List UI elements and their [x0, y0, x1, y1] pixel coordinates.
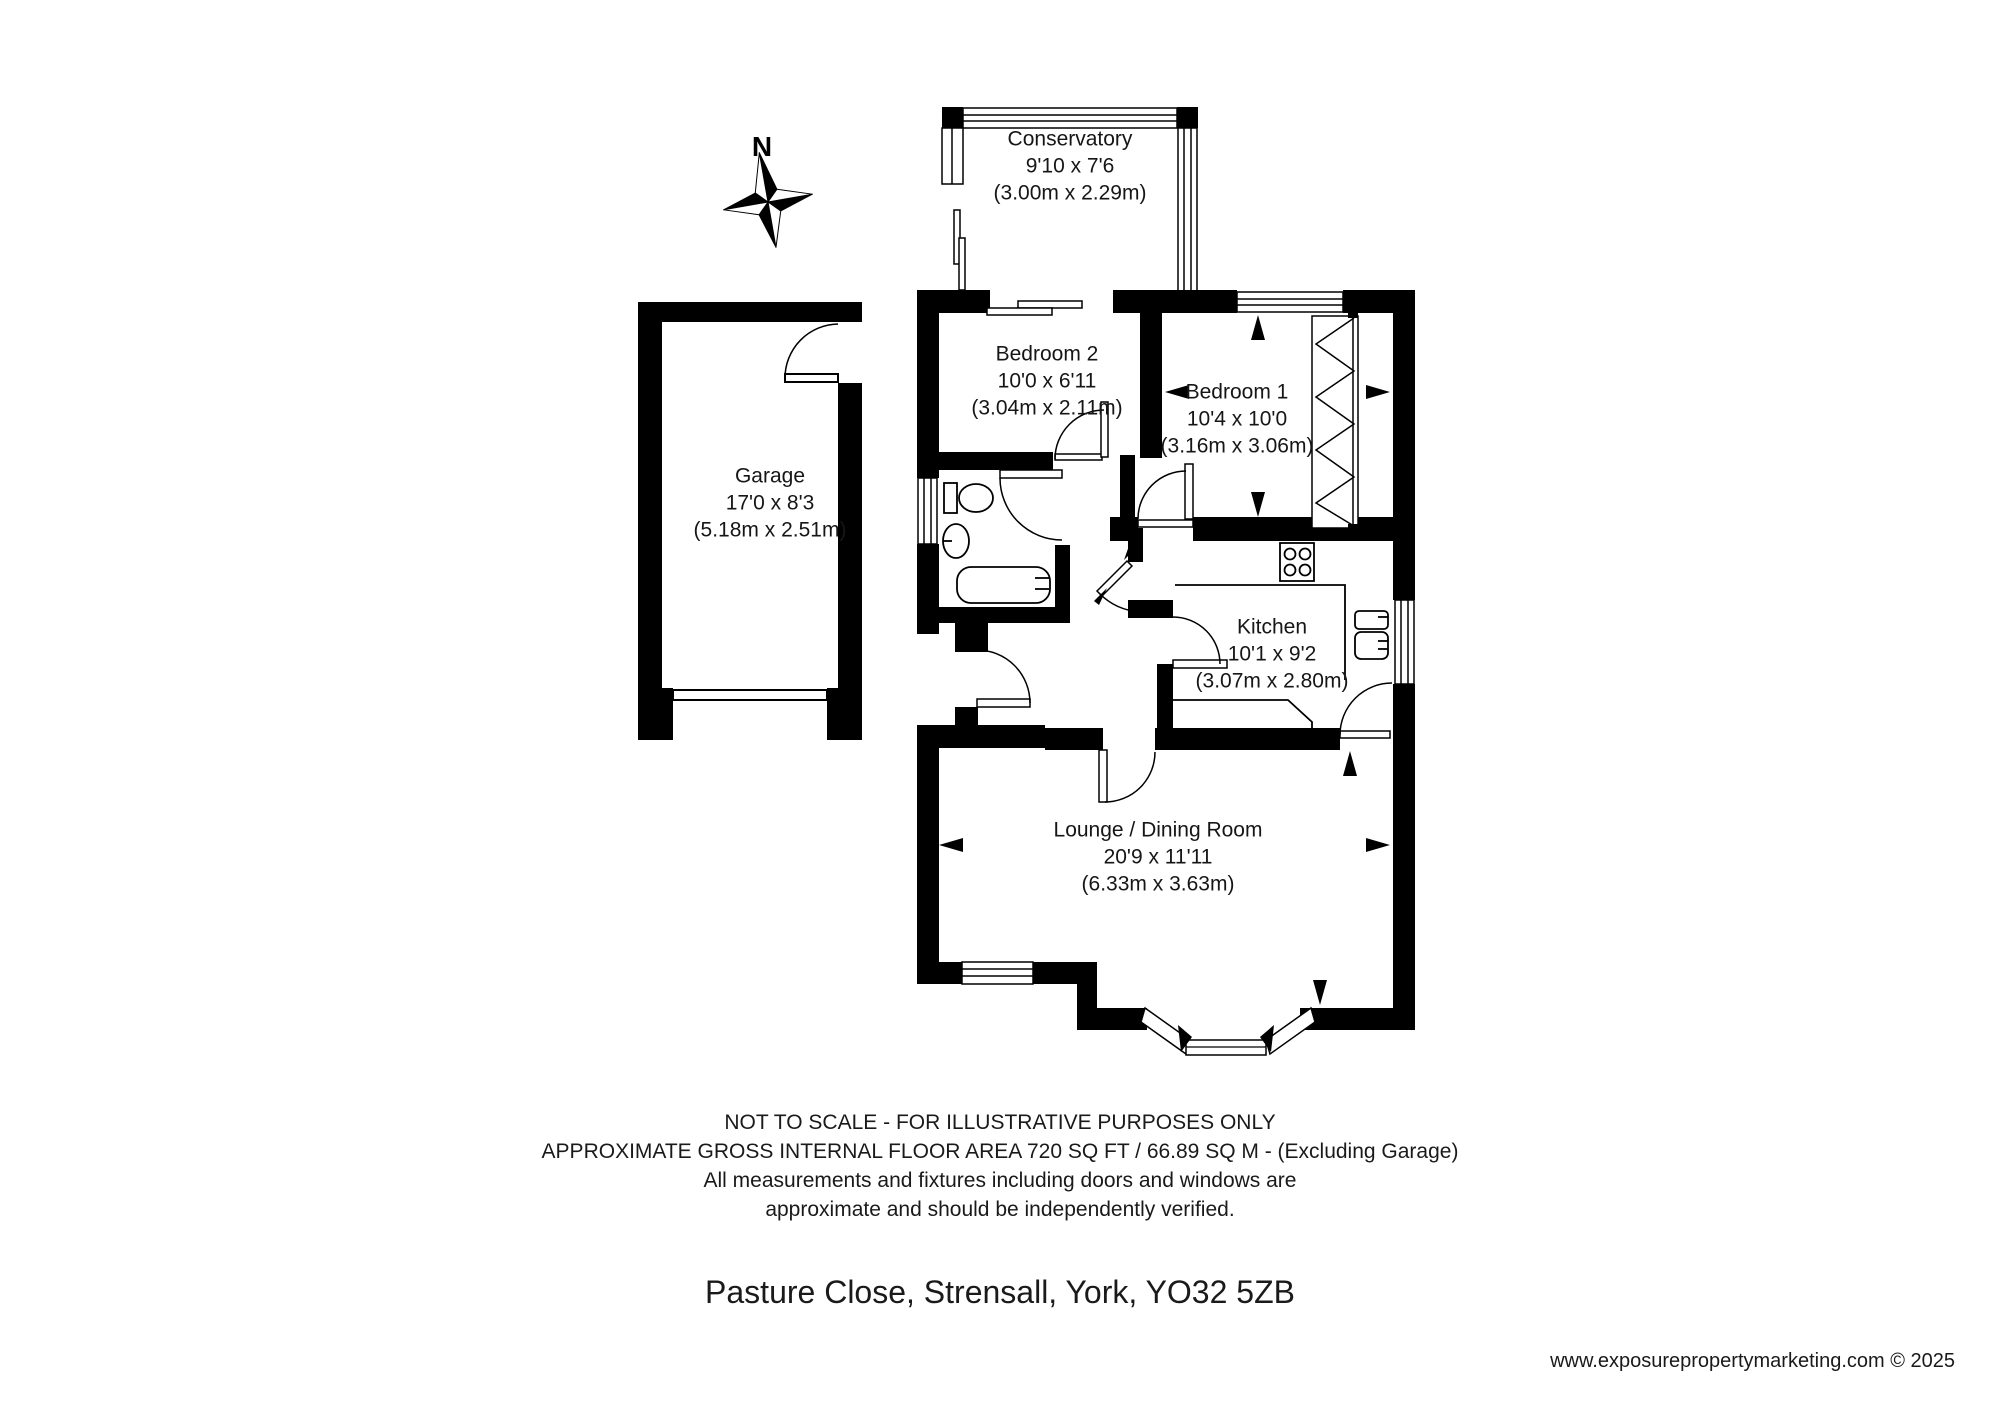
- arrow-left-icon: [939, 838, 963, 852]
- room-size-metric: (3.16m x 3.06m): [1160, 434, 1314, 458]
- bathroom-fixtures: [942, 482, 1051, 604]
- bathroom-window: [917, 477, 938, 545]
- bay-window: [1140, 1006, 1316, 1056]
- disclaimer-line: All measurements and fixtures including …: [703, 1169, 1297, 1192]
- room-name: Conservatory: [1007, 127, 1133, 151]
- arrow-right-icon: [1366, 838, 1390, 852]
- arrow-up-icon: [1343, 751, 1357, 776]
- arrow-down-icon: [1251, 492, 1265, 517]
- dimension-arrows: [939, 315, 1390, 1005]
- disclaimer-line: APPROXIMATE GROSS INTERNAL FLOOR AREA 72…: [541, 1140, 1459, 1163]
- bedroom2-door: [1054, 401, 1109, 461]
- room-size-metric: (3.07m x 2.80m): [1195, 669, 1349, 693]
- room-label-lounge: Lounge / Dining Room 20'9 x 11'11 (6.33m…: [988, 817, 1328, 898]
- lounge-walls: [917, 962, 1415, 1030]
- room-size-imperial: 9'10 x 7'6: [1025, 154, 1115, 178]
- compass-icon: N: [723, 131, 813, 248]
- kitchen-lounge-door: [1339, 682, 1393, 739]
- conservatory-windows: [941, 107, 1198, 294]
- kitchen-counter: [1175, 584, 1346, 680]
- kitchen-fixtures: [1173, 542, 1389, 738]
- bathtub-icon: [956, 566, 1051, 604]
- room-name: Bedroom 2: [995, 342, 1099, 366]
- bathroom-sink-icon: [942, 523, 970, 559]
- disclaimer-line: approximate and should be independently …: [765, 1198, 1235, 1221]
- room-size-imperial: 17'0 x 8'3: [725, 491, 815, 515]
- lounge-door: [1098, 749, 1156, 803]
- room-name: Bedroom 1: [1185, 380, 1289, 404]
- conservatory-door-leaves: [953, 209, 966, 291]
- room-size-metric: (3.04m x 2.11m): [971, 396, 1123, 420]
- room-size-metric: (5.18m x 2.51m): [693, 518, 847, 542]
- bedroom1-door: [1137, 463, 1194, 528]
- garage-door: [784, 323, 839, 383]
- interior-walls: [917, 290, 1415, 750]
- garage-structure: [638, 302, 862, 740]
- sliding-door: [986, 300, 1083, 316]
- room-label-garage: Garage 17'0 x 8'3 (5.18m x 2.51m): [600, 463, 940, 544]
- kitchen-counter-south: [1173, 699, 1313, 738]
- kitchen-window: [1394, 599, 1415, 685]
- wardrobe-icon: [1311, 312, 1359, 530]
- toilet-icon: [943, 482, 994, 514]
- conservatory-structure: [941, 107, 1198, 294]
- copyright-notice: www.exposurepropertymarketing.com © 2025: [1550, 1350, 1955, 1372]
- room-size-metric: (3.00m x 2.29m): [993, 181, 1147, 205]
- room-size-imperial: 20'9 x 11'11: [1103, 845, 1213, 869]
- kitchen-door: [1172, 616, 1228, 669]
- room-label-bedroom1: Bedroom 1 10'4 x 10'0 (3.16m x 3.06m): [1067, 379, 1407, 460]
- arrow-down-icon: [1313, 980, 1327, 1005]
- room-name: Kitchen: [1236, 615, 1308, 639]
- hob-icon: [1279, 542, 1315, 582]
- room-name: Garage: [734, 464, 806, 488]
- room-label-bedroom2: Bedroom 2 10'0 x 6'11 (3.04m x 2.11m): [877, 341, 1217, 422]
- doors: [976, 401, 1393, 803]
- lounge-side-window: [961, 961, 1034, 985]
- room-size-imperial: 10'1 x 9'2: [1227, 642, 1317, 666]
- kitchen-sink-icon: [1354, 610, 1389, 660]
- arrow-up-icon: [1251, 315, 1265, 340]
- room-size-imperial: 10'4 x 10'0: [1186, 407, 1288, 431]
- arrow-right-icon: [1366, 385, 1390, 399]
- garage-vehicle-door: [672, 689, 828, 701]
- front-door: [976, 649, 1031, 708]
- property-address: Pasture Close, Strensall, York, YO32 5ZB: [705, 1274, 1295, 1310]
- room-size-metric: (6.33m x 3.63m): [1081, 872, 1235, 896]
- bathroom-door: [999, 469, 1063, 541]
- room-label-conservatory: Conservatory 9'10 x 7'6 (3.00m x 2.29m): [900, 126, 1240, 207]
- hall-cupboard-door: [1094, 543, 1141, 613]
- room-label-kitchen: Kitchen 10'1 x 9'2 (3.07m x 2.80m): [1102, 614, 1442, 695]
- compass-north-label: N: [752, 131, 772, 162]
- bedroom1-window: [1236, 291, 1344, 313]
- disclaimer-line: NOT TO SCALE - FOR ILLUSTRATIVE PURPOSES…: [724, 1111, 1276, 1134]
- room-name: Lounge / Dining Room: [1053, 818, 1263, 842]
- arrow-left-icon: [1165, 385, 1189, 399]
- disclaimer-block: NOT TO SCALE - FOR ILLUSTRATIVE PURPOSES…: [0, 1108, 2000, 1224]
- room-size-imperial: 10'0 x 6'11: [997, 369, 1097, 393]
- windows: [917, 477, 1415, 985]
